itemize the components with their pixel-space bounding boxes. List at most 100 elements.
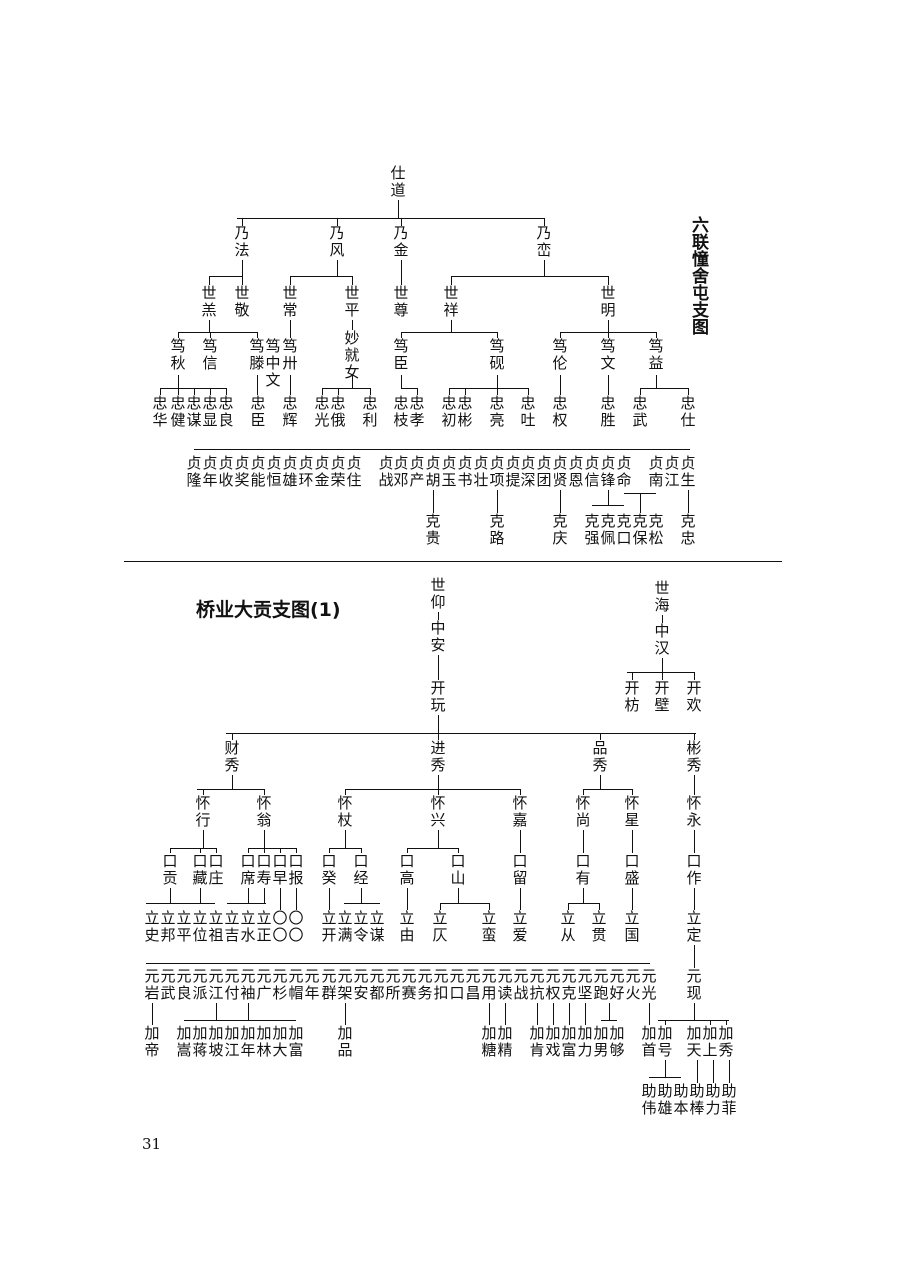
tree-connector xyxy=(216,848,217,853)
tree-connector xyxy=(345,1003,346,1025)
tree-connector xyxy=(209,276,242,277)
chart1-node: 贞荣 xyxy=(330,454,346,489)
tree-connector xyxy=(361,888,362,903)
tree-connector xyxy=(583,888,584,903)
tree-connector xyxy=(152,1003,153,1025)
chart2-node: 口留 xyxy=(512,852,528,887)
section-divider xyxy=(124,561,782,562)
chart2-node: 元战 xyxy=(513,967,529,1002)
chart1-node: 乃金 xyxy=(393,224,409,259)
tree-connector xyxy=(608,375,609,395)
tree-connector xyxy=(713,1060,714,1083)
chart1-node: 贞能 xyxy=(250,454,266,489)
tree-connector xyxy=(352,375,353,388)
chart2-node: 加林 xyxy=(256,1024,272,1059)
chart1-node: 世明 xyxy=(600,284,616,319)
chart1-node: 贞战 xyxy=(378,454,394,489)
chart1-node: 克强 xyxy=(584,512,600,547)
tree-connector xyxy=(242,218,243,226)
tree-connector xyxy=(438,612,439,620)
chart1-node: 贞命 xyxy=(616,454,632,489)
tree-connector xyxy=(451,276,608,277)
chart1-node: 忠光 xyxy=(314,394,330,429)
tree-connector xyxy=(694,1003,695,1020)
tree-connector xyxy=(226,388,227,395)
tree-connector xyxy=(210,332,211,338)
chart2-node: 开枋 xyxy=(624,679,640,714)
tree-connector xyxy=(338,388,339,395)
tree-connector xyxy=(178,388,179,395)
chart1-node: 笃秋 xyxy=(170,337,186,372)
tree-connector xyxy=(178,332,179,338)
chart1-node: 贞南 xyxy=(648,454,664,489)
tree-connector xyxy=(209,320,210,332)
chart1-node: 忠权 xyxy=(552,394,568,429)
chart2-node: 元赛 xyxy=(401,967,417,1002)
tree-connector xyxy=(520,888,521,910)
tree-connector xyxy=(497,332,498,338)
chart2-node: 元用 xyxy=(481,967,497,1002)
tree-connector xyxy=(640,388,688,389)
chart2-node: 元跑 xyxy=(593,967,609,1002)
chart2-node: 元年 xyxy=(304,967,320,1002)
tree-connector xyxy=(458,888,459,903)
tree-connector xyxy=(583,789,632,790)
tree-connector xyxy=(489,1003,490,1025)
chart2-node: 加上 xyxy=(702,1024,718,1059)
tree-connector xyxy=(662,672,663,680)
chart1-node: 贞产 xyxy=(409,454,425,489)
tree-connector xyxy=(296,848,297,853)
chart2-node: 财秀 xyxy=(224,739,240,774)
tree-connector xyxy=(694,733,695,740)
chart1-node: 笃中文 xyxy=(265,337,281,389)
tree-connector xyxy=(694,945,695,968)
tree-connector xyxy=(361,848,362,853)
chart1-node: 笃卅 xyxy=(282,337,298,372)
tree-connector xyxy=(417,388,418,395)
chart1-node: 克贵 xyxy=(425,512,441,547)
tree-connector xyxy=(248,888,249,903)
chart2-node: 元抗 xyxy=(529,967,545,1002)
chart2-node: 立定 xyxy=(686,909,702,944)
chart2-node: 加江 xyxy=(224,1024,240,1059)
tree-connector xyxy=(649,1077,681,1078)
chart2-title: 桥业大贡支图(1) xyxy=(196,599,341,621)
chart1-node: 忠谋 xyxy=(186,394,202,429)
chart2-node: 加品 xyxy=(337,1024,353,1059)
chart1-node: 世祥 xyxy=(443,284,459,319)
chart2-node: 立正 xyxy=(256,909,272,944)
tree-connector xyxy=(544,260,545,276)
tree-connector xyxy=(401,388,417,389)
chart1-node: 忠俄 xyxy=(330,394,346,429)
chart2-node: 口癸 xyxy=(321,852,337,887)
tree-connector xyxy=(688,490,689,513)
chart2-node: 立贯 xyxy=(591,909,607,944)
chart2-node: 口贡 xyxy=(162,852,178,887)
tree-connector xyxy=(398,200,399,218)
tree-connector xyxy=(170,848,216,849)
chart1-node: 忠良 xyxy=(218,394,234,429)
chart2-node: 元都 xyxy=(369,967,385,1002)
tree-connector xyxy=(237,218,545,219)
chart2-node: 怀星 xyxy=(624,794,640,829)
chart2-node: 口山 xyxy=(450,852,466,887)
tree-connector xyxy=(227,903,266,904)
chart1-node: 世平 xyxy=(344,284,360,319)
tree-connector xyxy=(178,375,179,388)
tree-connector xyxy=(216,1003,217,1020)
chart1-node: 忠显 xyxy=(202,394,218,429)
chart2-node: 助棒 xyxy=(689,1082,705,1117)
tree-connector xyxy=(160,388,226,389)
chart1-node: 笃臣 xyxy=(393,337,409,372)
chart1-node: 克口 xyxy=(616,512,632,547)
chart2-node: 元派 xyxy=(192,967,208,1002)
tree-connector xyxy=(264,830,265,848)
tree-connector xyxy=(662,658,663,672)
tree-connector xyxy=(553,1003,554,1025)
chart2-node: 加年 xyxy=(240,1024,256,1059)
tree-connector xyxy=(264,789,265,795)
tree-connector xyxy=(694,888,695,910)
tree-connector xyxy=(438,655,439,680)
chart2-node: 加精 xyxy=(497,1024,513,1059)
chart1-node: 贞金 xyxy=(314,454,330,489)
